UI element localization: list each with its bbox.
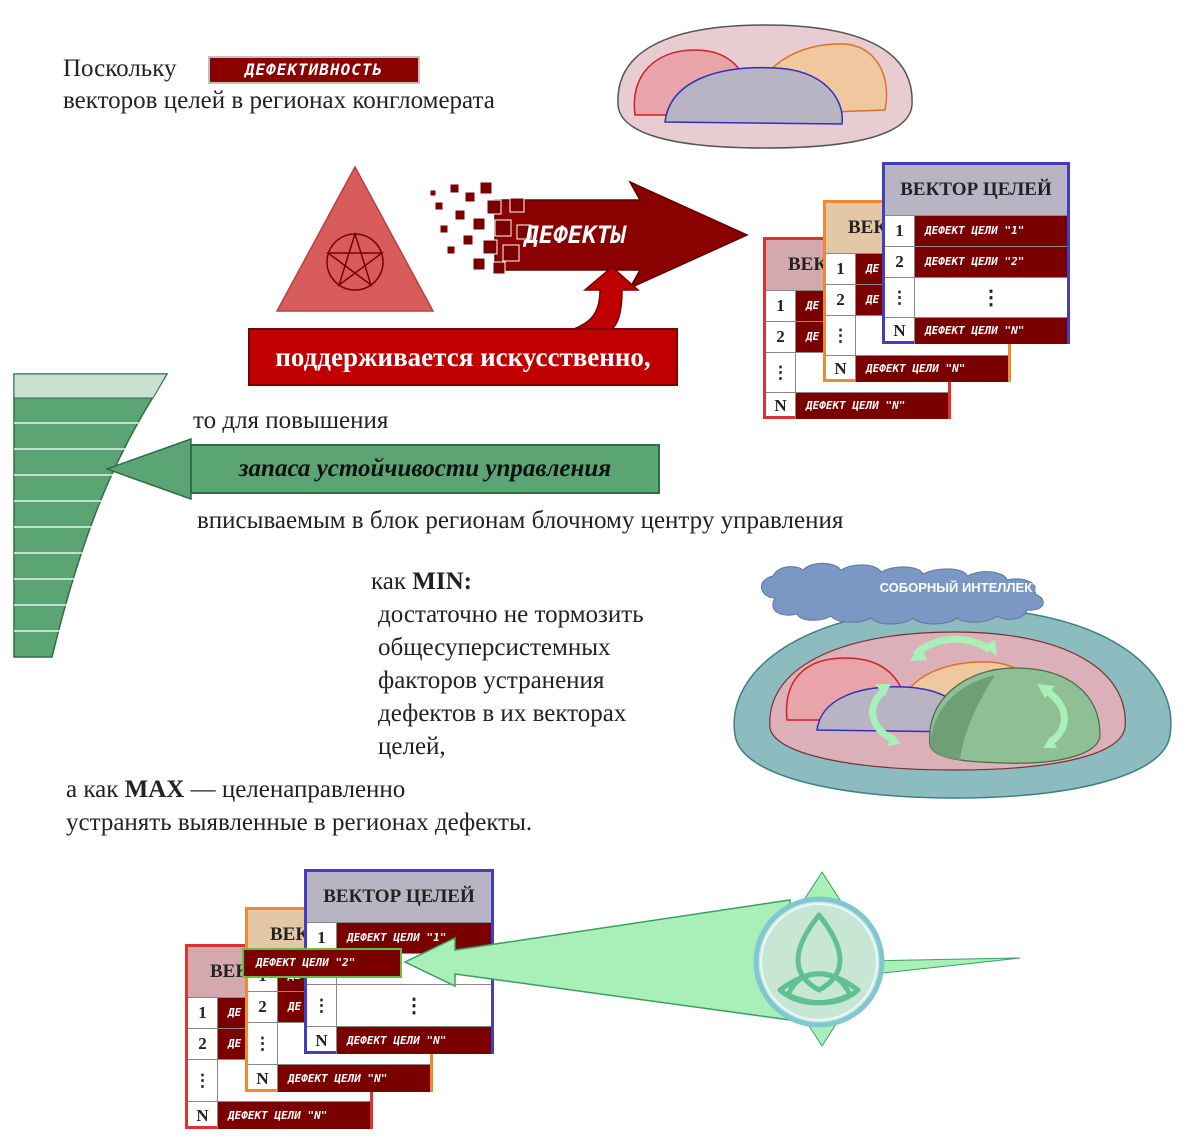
artificial-support-banner: поддерживается искусственно, [248, 328, 678, 386]
correction-beam [403, 871, 1021, 1047]
collective-intellect-diagram [733, 562, 1172, 799]
defect-row-n: ДЕФЕКТ ЦЕЛИ "N" [278, 1065, 430, 1092]
intro-line-1: Поскольку [63, 55, 177, 82]
defect-row-n: ДЕФЕКТ ЦЕЛИ "N" [856, 356, 1008, 382]
min-heading: как MIN: [371, 568, 472, 595]
defect-row-2: ДЕФЕКТ ЦЕЛИ "2" [915, 247, 1067, 277]
min-line-1: достаточно не тормозить [378, 601, 644, 628]
defect-row-n: ДЕФЕКТ ЦЕЛИ "N" [796, 393, 948, 419]
defect-row-n: ДЕФЕКТ ЦЕЛИ "N" [915, 318, 1067, 344]
defects-arrow: ДЕФЕКТЫ [429, 180, 749, 290]
min-line-3: факторов устранения [378, 667, 605, 694]
collective-intellect-label: СОБОРНЫЙ ИНТЕЛЛЕКТ [879, 580, 1041, 595]
text-block-center: вписываемым в блок регионам блочному цен… [197, 507, 844, 534]
vector-card-title: ВЕКТОР ЦЕЛЕЙ [885, 165, 1067, 215]
stability-arrow-head [104, 437, 192, 501]
pentagram-triangle [275, 165, 435, 312]
max-line-2: устранять выявленные в регионах дефекты. [66, 809, 533, 836]
defect-row-1: ДЕФЕКТ ЦЕЛИ "1" [915, 216, 1067, 246]
stability-reserve-banner: запаса устойчивости управления [190, 444, 660, 494]
triquetra-compass-icon [753, 896, 885, 1028]
min-line-5: целей, [378, 733, 446, 760]
min-line-4: дефектов в их векторах [378, 700, 627, 727]
min-line-2: общесуперсистемных [378, 634, 611, 661]
highlighted-defect-row: ДЕФЕКТ ЦЕЛИ "2" [242, 948, 402, 978]
intro-line-2: векторов целей в регионах конгломерата [63, 87, 495, 114]
max-line-1: а как MAX — целенаправленно [66, 776, 406, 803]
text-to-increase: то для повышения [193, 407, 389, 434]
vector-card-title: ВЕКТОР ЦЕЛЕЙ [307, 872, 491, 922]
defectiveness-badge: ДЕФЕКТИВНОСТЬ [208, 56, 420, 84]
conglomerate-diagram [617, 24, 913, 149]
curved-up-arrow [561, 266, 640, 334]
defect-row-n: ДЕФЕКТ ЦЕЛИ "N" [218, 1102, 370, 1129]
defects-arrow-label: ДЕФЕКТЫ [522, 221, 627, 249]
defect-row-n: ДЕФЕКТ ЦЕЛИ "N" [337, 1027, 491, 1054]
stability-gauge [13, 373, 169, 658]
